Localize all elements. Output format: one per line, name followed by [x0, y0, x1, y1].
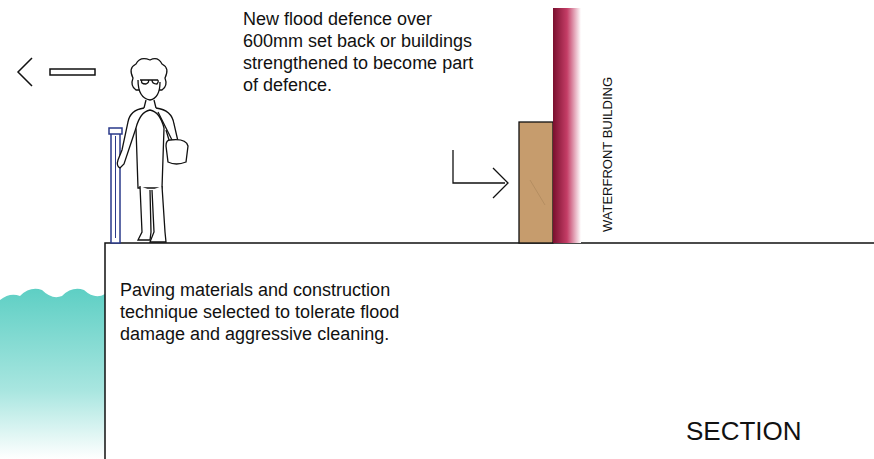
- building-label: WATERFRONT BUILDING: [600, 77, 616, 232]
- water: [0, 289, 105, 459]
- flood-defence-wall: [519, 122, 553, 243]
- wall-texture: [530, 180, 545, 205]
- section-title: SECTION: [686, 416, 866, 446]
- direction-bar: [50, 69, 95, 75]
- waterfront-building: [553, 8, 581, 243]
- leader-arrowhead: [493, 168, 508, 198]
- railing-post: [109, 128, 122, 243]
- person-figure: [117, 59, 188, 242]
- note-text: Paving materials and construction techni…: [120, 279, 440, 345]
- note-text: New flood defence over 600mm set back or…: [243, 8, 475, 96]
- direction-chevron: [18, 58, 32, 86]
- quay-edge: [105, 243, 874, 459]
- leader-line: [453, 150, 505, 183]
